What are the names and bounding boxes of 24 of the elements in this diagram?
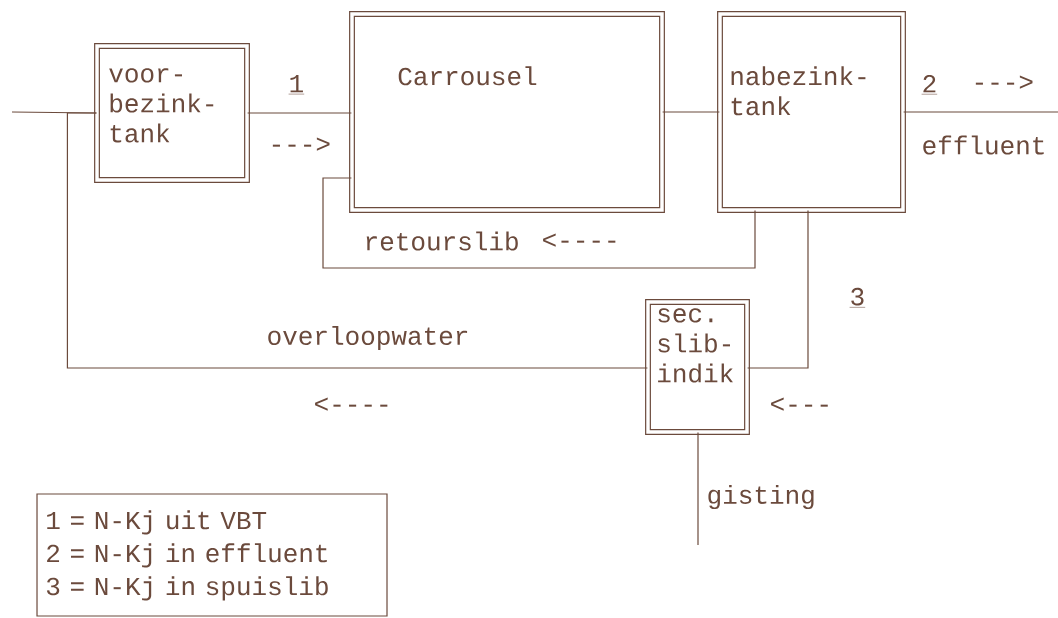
edge-label: overloopwater	[268, 325, 468, 351]
edge-label: gisting	[708, 484, 814, 510]
edge-label: retourslib	[366, 231, 518, 251]
edge-label: 1	[288, 75, 305, 95]
edge-label: 3	[849, 287, 866, 308]
pipe-line	[66, 112, 648, 369]
legend-box: 1 = N-Kj uit VBT 2 = N-Kj in effluent 3 = N-Kj in spuislib	[36, 493, 388, 617]
outlet-label: effluent	[923, 135, 1044, 155]
pipe-line	[747, 210, 809, 369]
tank-box: Carrousel	[349, 11, 665, 213]
pipe-line	[903, 111, 1058, 113]
tank-box: sec. slib- indik	[645, 299, 750, 435]
flow-direction-text: <---	[771, 397, 828, 411]
edge-label: 2	[921, 75, 938, 95]
tank-box: nabezink- tank	[717, 11, 906, 213]
flow-direction-text: --->	[272, 137, 330, 151]
tank-box: voor- bezink- tank	[94, 43, 250, 183]
pipe-line	[322, 177, 756, 269]
flow-direction-text: <----	[315, 397, 388, 411]
flow-direction-text: --->	[975, 75, 1033, 89]
pipe-line	[247, 112, 352, 114]
pipe-line	[662, 111, 720, 113]
flow-direction-text: <----	[543, 233, 616, 247]
pipe-line	[697, 432, 699, 546]
